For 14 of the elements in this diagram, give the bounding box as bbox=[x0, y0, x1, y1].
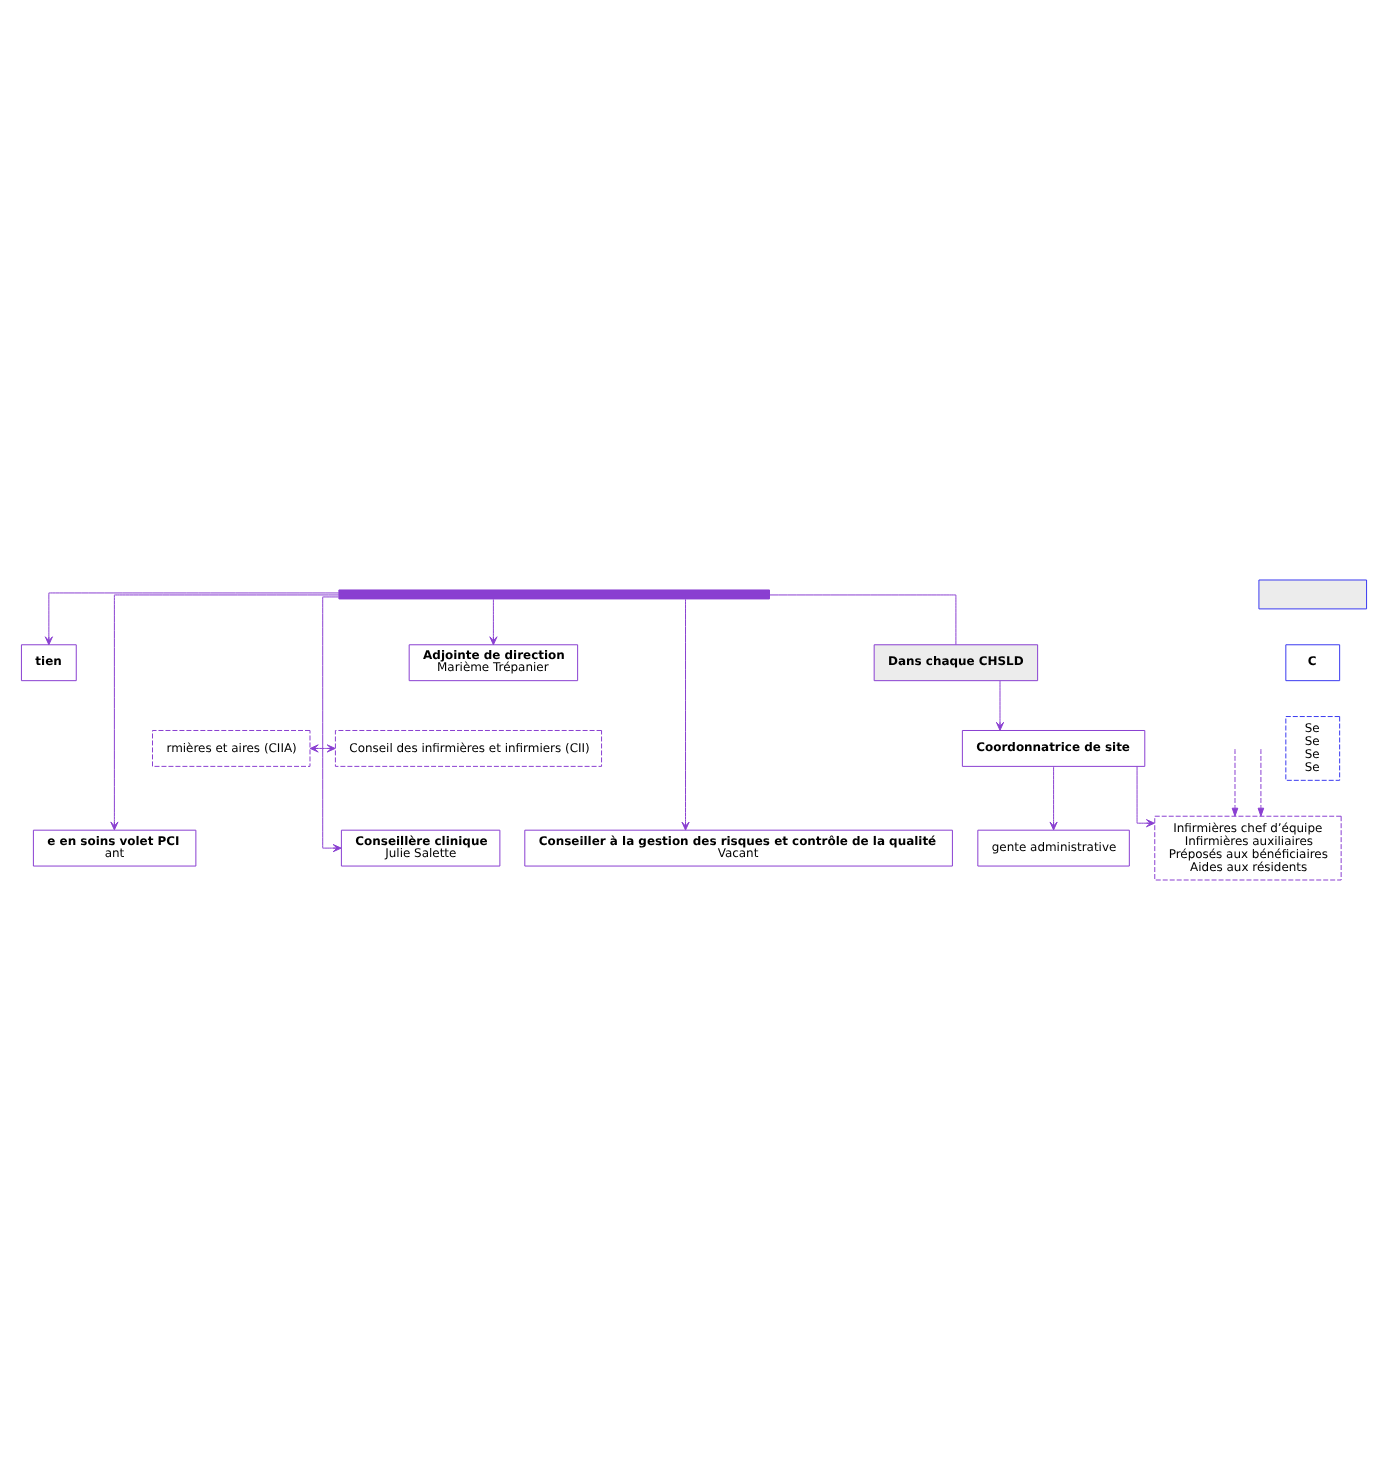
arrow bbox=[489, 598, 498, 646]
arrow bbox=[44, 592, 340, 646]
arrow bbox=[1231, 748, 1239, 817]
arrow bbox=[995, 680, 1005, 731]
arrow bbox=[110, 594, 340, 831]
arrow bbox=[1049, 766, 1058, 831]
node-bar bbox=[338, 589, 770, 600]
arrow bbox=[309, 744, 336, 753]
arrow bbox=[322, 596, 342, 853]
connector bbox=[769, 594, 957, 646]
arrow bbox=[1136, 766, 1155, 828]
arrow bbox=[681, 598, 690, 831]
node-box bbox=[1258, 579, 1368, 610]
arrow bbox=[1257, 748, 1265, 817]
